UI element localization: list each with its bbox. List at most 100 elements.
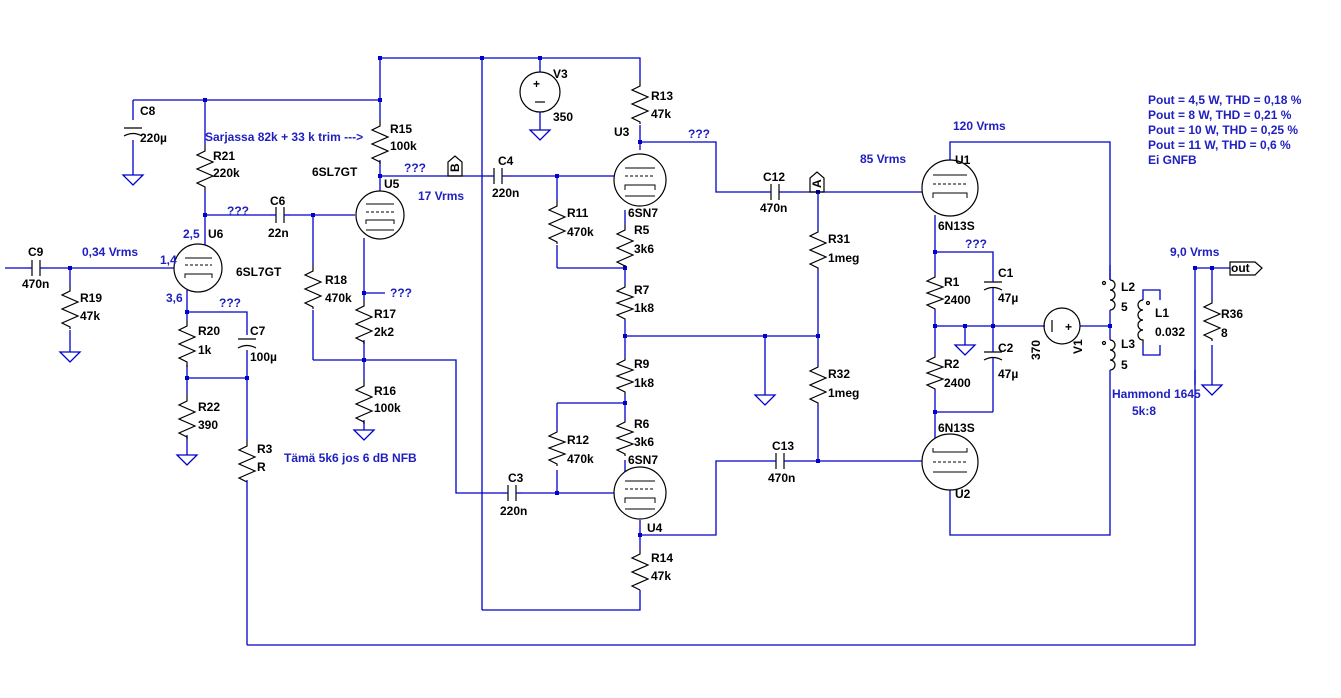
label-V3: V3	[553, 67, 568, 81]
netlabel-B: B	[448, 163, 462, 172]
tube-u4	[613, 466, 667, 520]
label-R36: R36	[1221, 307, 1243, 321]
label-C7: C7	[250, 324, 266, 338]
value-R20: 1k	[198, 343, 212, 357]
note-sarjassa: Sarjassa 82k + 33 k trim --->	[205, 130, 363, 144]
label-R17: R17	[374, 307, 396, 321]
svg-text:+: +	[1065, 320, 1072, 334]
value-C2: 47µ	[998, 367, 1018, 381]
note-3-6: 3,6	[166, 291, 183, 305]
label-U4: U4	[647, 521, 663, 535]
value-R3: R	[257, 460, 266, 474]
note-pout-1: Pout = 4,5 W, THD = 0,18 %	[1148, 93, 1302, 107]
tube-u3	[613, 153, 667, 207]
note-q4: ???	[390, 286, 412, 300]
value-C8: 220µ	[140, 131, 167, 145]
label-R5: R5	[634, 223, 650, 237]
value-R36: 8	[1221, 326, 1228, 340]
note-hammond: Hammond 1645	[1112, 387, 1201, 401]
value-R22: 390	[198, 418, 218, 432]
value-R14: 47k	[651, 569, 671, 583]
value-R1: 2400	[944, 293, 971, 307]
value-C3: 220n	[500, 504, 527, 518]
note-q5: ???	[688, 127, 710, 141]
label-C13: C13	[772, 439, 794, 453]
label-R15: R15	[390, 122, 412, 136]
label-C2: C2	[998, 341, 1014, 355]
label-R21: R21	[213, 149, 235, 163]
svg-text:+: +	[533, 77, 540, 91]
value-R32: 1meg	[828, 386, 859, 400]
note-q6: ???	[965, 237, 987, 251]
value-R7: 1k8	[634, 301, 654, 315]
label-L2: L2	[1121, 280, 1135, 294]
note-120vrms: 120 Vrms	[953, 119, 1006, 133]
note-2-5: 2,5	[183, 227, 200, 241]
note-90vrms: 9,0 Vrms	[1170, 245, 1220, 259]
label-R11: R11	[567, 206, 589, 220]
value-C12: 470n	[760, 201, 787, 215]
value-L2: 5	[1121, 300, 1128, 314]
label-R7: R7	[634, 283, 650, 297]
value-C13: 470n	[768, 471, 795, 485]
value-C6: 22n	[268, 226, 289, 240]
label-R32: R32	[828, 367, 850, 381]
type-U4: 6SN7	[628, 453, 658, 467]
value-R31: 1meg	[828, 251, 859, 265]
value-V3: 350	[553, 110, 573, 124]
type-U2: 6N13S	[938, 421, 975, 435]
value-L1: 0.032	[1155, 325, 1185, 339]
note-17vrms: 17 Vrms	[418, 189, 464, 203]
label-R6: R6	[634, 417, 650, 431]
label-U3: U3	[614, 125, 630, 139]
label-R2: R2	[944, 357, 960, 371]
label-V1: V1	[1071, 339, 1085, 354]
label-R18: R18	[325, 273, 347, 287]
label-R12: R12	[567, 433, 589, 447]
label-U5: U5	[384, 177, 400, 191]
note-85vrms: 85 Vrms	[860, 152, 906, 166]
tube-u6	[173, 243, 223, 293]
value-R18: 470k	[325, 291, 352, 305]
value-C9: 470n	[22, 277, 49, 291]
note-034vrms: 0,34 Vrms	[82, 245, 138, 259]
value-R21: 220k	[213, 166, 240, 180]
voltage-sources: + +	[519, 71, 1081, 345]
label-R9: R9	[634, 357, 650, 371]
label-R20: R20	[198, 324, 220, 338]
label-U2: U2	[955, 487, 971, 501]
note-q2: ???	[404, 161, 426, 175]
net-label-text: B A out	[448, 163, 1250, 275]
label-C4: C4	[498, 154, 514, 168]
note-gnfb: Ei GNFB	[1148, 153, 1197, 167]
inductors	[1101, 279, 1151, 375]
value-C7: 100µ	[250, 350, 277, 364]
note-tama: Tämä 5k6 jos 6 dB NFB	[284, 451, 417, 465]
value-R2: 2400	[944, 376, 971, 390]
label-L3: L3	[1121, 337, 1135, 351]
label-U1: U1	[955, 153, 971, 167]
note-pout-2: Pout = 8 W, THD = 0,21 %	[1148, 108, 1292, 122]
note-ratio: 5k:8	[1132, 404, 1156, 418]
label-C8: C8	[140, 104, 156, 118]
label-C12: C12	[763, 170, 785, 184]
note-pout-3: Pout = 10 W, THD = 0,25 %	[1148, 123, 1298, 137]
wires	[5, 57, 1230, 646]
netlabel-out: out	[1231, 261, 1250, 275]
value-C4: 220n	[492, 186, 519, 200]
label-C6: C6	[270, 194, 286, 208]
label-R14: R14	[651, 551, 673, 565]
resistors	[60, 80, 1222, 591]
capacitors	[28, 127, 1003, 501]
label-R31: R31	[828, 232, 850, 246]
type-U1: 6N13S	[938, 219, 975, 233]
tube-u1	[921, 159, 979, 217]
ground-symbols	[58, 129, 1224, 466]
label-R22: R22	[198, 400, 220, 414]
note-q1: ???	[227, 204, 249, 218]
value-R9: 1k8	[634, 376, 654, 390]
note-pout-4: Pout = 11 W, THD = 0,6 %	[1148, 138, 1291, 152]
type-U3: 6SN7	[628, 206, 658, 220]
label-C3: C3	[508, 471, 524, 485]
